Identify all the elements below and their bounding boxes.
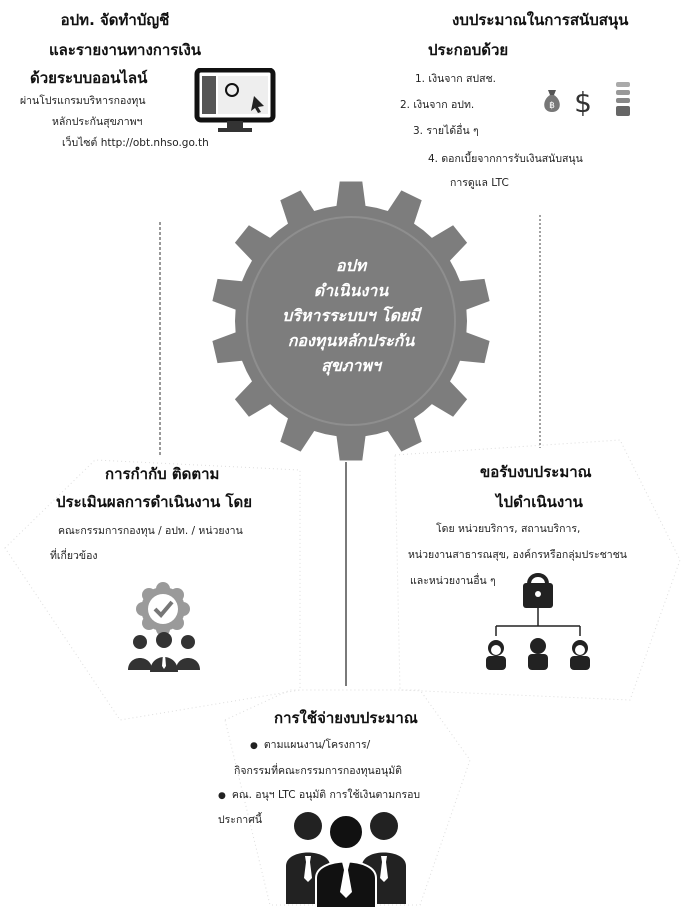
gear-body	[212, 181, 490, 461]
accounting-title-line-3: ด้วยระบบออนไลน์	[30, 69, 148, 87]
monitoring-title-line-1: การกำกับ ติดตาม	[105, 465, 220, 483]
svg-text:฿: ฿	[549, 101, 555, 111]
budget-item-4: 4. ดอกเบี้ยจากการรับเงินสนับสนุน	[428, 153, 583, 165]
request-detail-line-1: โดย หน่วยบริการ, สถานบริการ,	[436, 523, 581, 535]
request-detail-line-3: และหน่วยงานอื่น ๆ	[410, 575, 496, 587]
hexagon-outline-left	[4, 459, 301, 721]
spending-bullet-2-cont: ประกาศนี้	[218, 814, 263, 826]
accounting-detail-line-2: หลักประกันสุขภาพฯ	[52, 116, 143, 128]
team-icon	[128, 632, 200, 672]
gear-label-line-1: อปท	[335, 256, 367, 275]
gear-shape	[212, 181, 490, 461]
accounting-title-line-1: อปท. จัดทำบัญชี	[60, 11, 170, 29]
request-detail-line-2: หน่วยงานสาธารณสุข, องค์กรหรือกลุ่มประชาช…	[408, 549, 627, 561]
budget-item-3: 3. รายได้อื่น ๆ	[413, 125, 479, 137]
dollar-icon: $	[574, 86, 592, 118]
gear-label-line-4: กองทุนหลักประกัน	[287, 331, 415, 350]
spending-bullet-2: คณ. อนุฯ LTC อนุมัติ การใช้เงินตามกรอบ	[218, 786, 420, 803]
gear-label: อปท ดำเนินงาน บริหารระบบฯ โดยมี กองทุนหล…	[207, 253, 495, 378]
budget-item-2: 2. เงินจาก อปท.	[400, 99, 475, 111]
accounting-detail-line-1: ผ่านโปรแกรมบริหารกองทุน	[20, 95, 146, 107]
gear-label-line-2: ดำเนินงาน	[313, 281, 389, 300]
request-title-line-1: ขอรับงบประมาณ	[480, 463, 592, 481]
accounting-detail-line-3: เว็บไซต์ http://obt.nhso.go.th	[62, 137, 209, 149]
request-title-line-2: ไปดำเนินงาน	[496, 493, 583, 511]
central-gear: อปท ดำเนินงาน บริหารระบบฯ โดยมี กองทุนหล…	[207, 177, 495, 465]
accounting-title-line-2: และรายงานทางการเงิน	[48, 41, 202, 59]
monitoring-detail-line-1: คณะกรรมการกองทุน / อปท. / หน่วยงาน	[58, 525, 243, 537]
spending-bullet-1: ตามแผนงาน/โครงการ/	[250, 736, 370, 753]
budget-item-1: 1. เงินจาก สปสช.	[415, 73, 496, 85]
gear-label-line-3: บริหารระบบฯ โดยมี	[282, 306, 420, 325]
gear-label-line-5: สุขภาพฯ	[321, 356, 381, 375]
budget-title-line-2: ประกอบด้วย	[428, 41, 509, 59]
budget-title-line-1: งบประมาณในการสนับสนุน	[452, 11, 629, 29]
budget-item-4-cont: การดูแล LTC	[450, 177, 509, 189]
svg-text:$: $	[574, 86, 592, 118]
business-group-icon	[286, 812, 406, 908]
spending-title: การใช้จ่ายงบประมาณ	[274, 709, 418, 727]
approval-badge-icon	[136, 582, 190, 636]
gear-inner-ring	[246, 216, 456, 426]
computer-icon	[194, 68, 276, 132]
org-chart-icon	[486, 573, 590, 670]
monitoring-title-line-2: ประเมินผลการดำเนินงาน โดย	[56, 493, 253, 511]
spending-bullet-1-cont: กิจกรรมที่คณะกรรมการกองทุนอนุมัติ	[234, 765, 402, 777]
coin-stack-icon	[616, 82, 630, 116]
money-bag-icon: ฿	[544, 90, 560, 112]
monitoring-detail-line-2: ที่เกี่ยวข้อง	[50, 550, 98, 562]
